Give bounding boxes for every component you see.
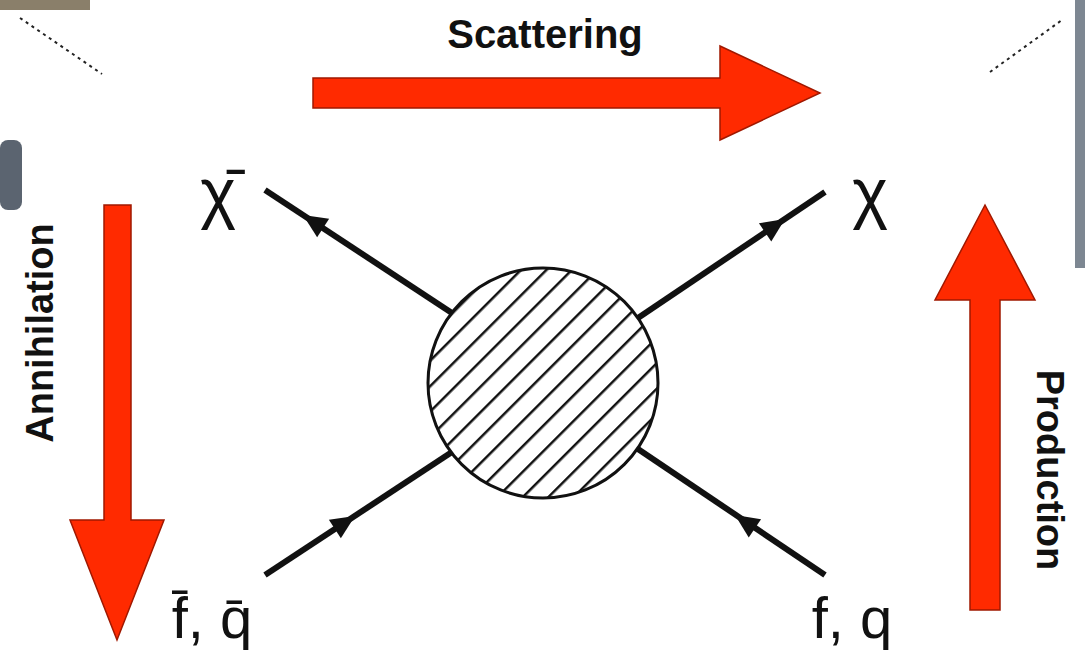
fermion-arrowhead <box>729 506 761 538</box>
photo-fragment <box>0 0 90 10</box>
production-arrow <box>935 205 1035 610</box>
particle-label: f̄, q̄ <box>172 589 253 647</box>
particle-label: χ <box>852 158 888 226</box>
fermion-arrowhead <box>759 210 791 242</box>
scattering-arrow <box>313 46 820 140</box>
process-label: Annihilation <box>21 223 59 443</box>
interaction-blob <box>428 268 658 498</box>
fermion-arrowhead <box>329 507 361 539</box>
fermion-line <box>632 445 825 575</box>
photo-fragment <box>0 140 22 210</box>
annihilation-arrow <box>70 205 164 640</box>
fermion-line <box>265 450 455 575</box>
process-label: Scattering <box>447 14 643 54</box>
photo-fragment <box>1075 0 1085 268</box>
process-label: Production <box>1031 370 1069 571</box>
dotted-line <box>20 18 102 74</box>
fermion-line <box>265 190 455 315</box>
dotted-line <box>990 20 1062 72</box>
fermion-arrowhead <box>297 206 329 238</box>
particle-label: χ̄ <box>200 158 236 226</box>
particle-label: f, q <box>812 589 893 647</box>
fermion-line <box>632 192 825 322</box>
